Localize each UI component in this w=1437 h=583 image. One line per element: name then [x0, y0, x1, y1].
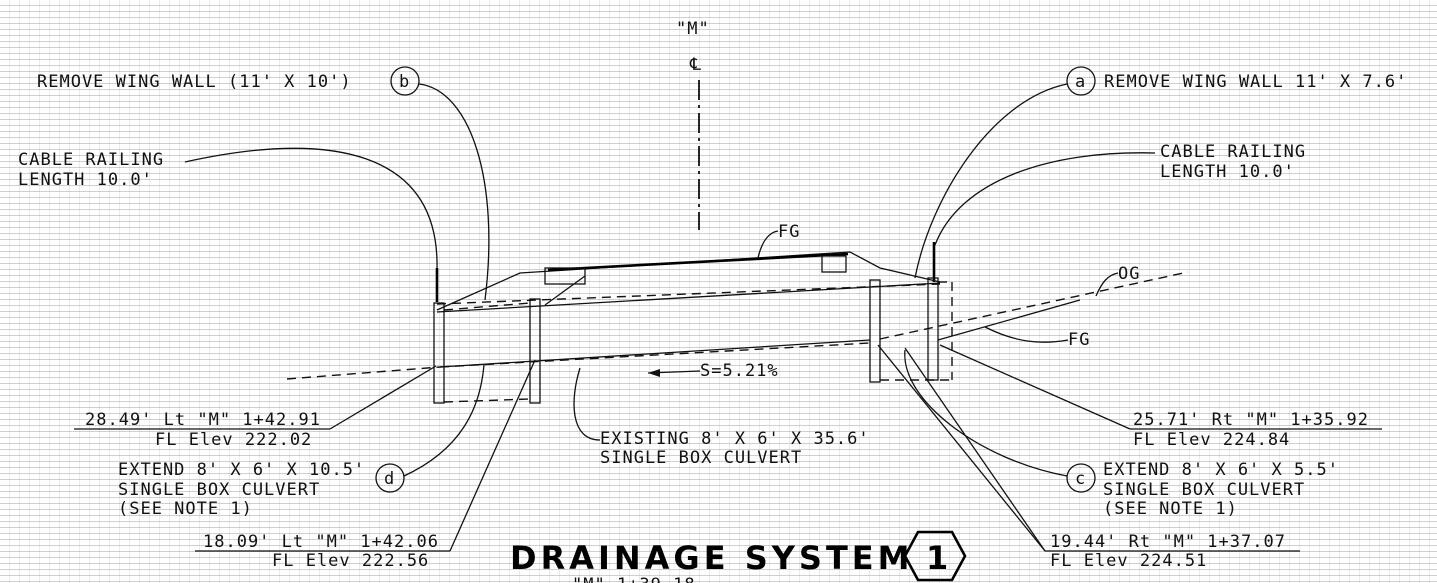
callout-b-circle	[390, 66, 420, 96]
finished-grade-line	[547, 252, 849, 272]
slope-label: S=5.21%	[700, 361, 779, 381]
callout-b-text: REMOVE WING WALL (11' X 10')	[37, 72, 352, 92]
og-right	[879, 271, 1189, 340]
cable-railing-left-leader	[184, 147, 438, 271]
right-existing-headwall	[869, 279, 881, 383]
fg-top-leader	[757, 230, 779, 259]
left-existing-headwall	[529, 298, 541, 404]
centerline-symbol: ℄	[689, 55, 702, 75]
flow-line-hidden	[439, 342, 871, 368]
existing-culvert-leader	[573, 367, 601, 441]
cable-railing-left-line2: LENGTH 10.0'	[18, 170, 153, 190]
station-right-outlet-leader	[939, 344, 1131, 430]
fg-right-slope	[937, 299, 1081, 341]
og-left	[286, 366, 441, 380]
right-headwall	[927, 277, 939, 381]
callout-c-line2: SINGLE BOX CULVERT	[1103, 480, 1305, 500]
left-headwall	[433, 302, 445, 404]
callout-d-letter: d	[384, 469, 395, 489]
guardrail-block-right	[821, 255, 847, 273]
station-right-existing-leader2	[904, 347, 1046, 552]
culvert-top-line	[436, 282, 941, 313]
callout-c-circle	[1066, 463, 1096, 493]
title-number: 1	[926, 539, 952, 577]
og-label: OG	[1118, 264, 1140, 284]
station-left-outlet-leader	[329, 365, 437, 430]
callout-d-leader	[403, 364, 485, 477]
centerline-label: "M"	[676, 19, 710, 39]
callout-c-line1: EXTEND 8' X 6' X 5.5'	[1103, 460, 1339, 480]
fg-right-leader	[984, 326, 1069, 343]
block-left-brace	[544, 275, 586, 306]
og-leader	[1095, 272, 1119, 297]
callout-c-line3: (SEE NOTE 1)	[1103, 499, 1238, 519]
cable-railing-right-leader	[934, 152, 1156, 246]
callout-a-circle	[1066, 66, 1096, 96]
cable-railing-right-line2: LENGTH 10.0'	[1160, 162, 1295, 182]
fg-top-label: FG	[778, 222, 800, 242]
callout-a-text: REMOVE WING WALL 11' X 7.6'	[1104, 72, 1407, 92]
flow-line	[439, 339, 871, 368]
station-right-outlet-line1: 25.71' Rt "M" 1+35.92	[1133, 410, 1369, 430]
callout-d-circle	[375, 463, 405, 493]
roadway-outline	[436, 251, 941, 311]
callout-d-line3: (SEE NOTE 1)	[118, 499, 253, 519]
callout-a-letter: a	[1075, 72, 1086, 92]
station-left-outlet-line1: 28.49' Lt "M" 1+42.91	[85, 410, 321, 430]
station-left-outlet-line2: FL Elev 222.02	[155, 430, 312, 450]
culvert-top-hidden	[436, 283, 941, 305]
existing-culvert-line2: SINGLE BOX CULVERT	[600, 448, 802, 468]
station-right-existing-line2: FL Elev 224.51	[1050, 551, 1207, 571]
station-right-existing-line1: 19.44' Rt "M" 1+37.07	[1050, 532, 1286, 552]
slope-arrow-head	[648, 369, 660, 377]
existing-culvert-line1: EXISTING 8' X 6' X 35.6'	[600, 429, 870, 449]
drawing-title: DRAINAGE SYSTEM	[510, 539, 913, 577]
callout-d-line2: SINGLE BOX CULVERT	[118, 480, 320, 500]
title-hexagon	[903, 530, 967, 582]
station-right-outlet-line2: FL Elev 224.84	[1133, 430, 1290, 450]
station-left-existing-line2: FL Elev 222.56	[272, 551, 429, 571]
station-left-existing-leader	[449, 359, 536, 552]
callout-b-letter: b	[399, 72, 410, 92]
callout-c-letter: c	[1075, 469, 1086, 489]
callout-a-leader	[914, 83, 1068, 279]
callout-d-line1: EXTEND 8' X 6' X 10.5'	[118, 460, 365, 480]
cable-railing-right-line1: CABLE RAILING	[1160, 142, 1306, 162]
callout-c-leader	[904, 349, 1068, 477]
cable-railing-left-line1: CABLE RAILING	[18, 150, 164, 170]
callout-b-leader	[418, 83, 490, 301]
station-right-existing-leader	[877, 344, 1046, 552]
title-scale-partial: "M" 1+39.18	[572, 575, 696, 583]
fg-right-label: FG	[1068, 330, 1090, 350]
station-left-existing-line1: 18.09' Lt "M" 1+42.06	[203, 532, 439, 552]
